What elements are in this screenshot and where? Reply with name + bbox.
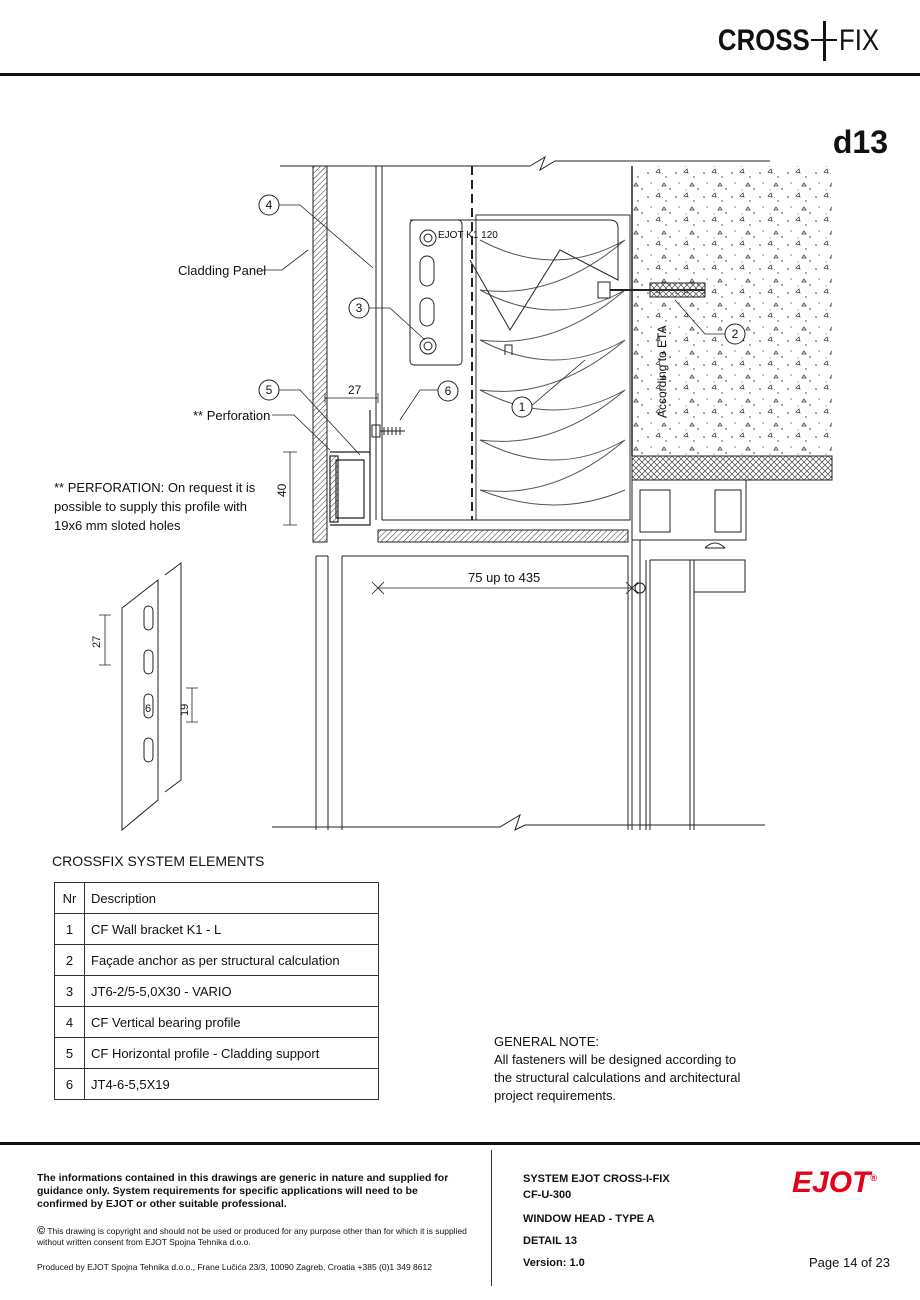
ejot-logo-text: EJOT — [792, 1166, 871, 1199]
general-note-line: All fasteners will be designed according… — [494, 1052, 737, 1067]
table-row: 1 CF Wall bracket K1 - L — [54, 913, 379, 945]
cladding-panel-label: Cladding Panel — [178, 263, 266, 278]
copyright-notice: © This drawing is copyright and should n… — [37, 1226, 477, 1248]
copyright-text: This drawing is copyright and should not… — [37, 1226, 467, 1247]
callout-3 — [348, 297, 370, 319]
slot-dim-27: 27 — [91, 636, 103, 648]
screw-6 — [371, 424, 405, 438]
callout-numbers: 4 3 5 6 1 2 — [266, 198, 739, 414]
row-nr: 4 — [54, 1006, 85, 1038]
brand-right: FIX — [839, 24, 880, 57]
system-code: CF-U-300 — [523, 1189, 572, 1201]
cladding-panel-upper — [312, 165, 328, 543]
dim-span-label: 75 up to 435 — [468, 570, 540, 585]
general-note-line: project requirements. — [494, 1088, 617, 1103]
slot-dim-6: 6 — [145, 703, 151, 715]
top-break-line — [280, 155, 770, 172]
table-row: 6 JT4-6-5,5X19 — [54, 1068, 379, 1100]
row-nr: 1 — [54, 913, 85, 945]
row-nr: 6 — [54, 1068, 85, 1100]
crossfix-logo: CROSS FIX — [703, 20, 886, 62]
window-frame — [631, 479, 747, 830]
header-nr: Nr — [54, 882, 85, 914]
table-row: 3 JT6-2/5-5,0X30 - VARIO — [54, 975, 379, 1007]
row-desc: CF Horizontal profile - Cladding support — [84, 1037, 379, 1069]
callout-2 — [724, 323, 746, 345]
window-type: WINDOW HEAD - TYPE A — [523, 1213, 655, 1225]
table-header-row: Nr Description — [54, 882, 379, 914]
section-drawing: EJOT K1 120 According to ETA — [54, 155, 833, 832]
callout-6 — [437, 380, 459, 402]
row-nr: 2 — [54, 944, 85, 976]
producer-text: Produced by EJOT Spojna Tehnika d.o.o., … — [37, 1262, 432, 1272]
facade-anchor — [597, 281, 706, 299]
detail-code: d13 — [832, 124, 888, 160]
wall-bracket-k1 — [409, 219, 619, 366]
page-number: Page 14 of 23 — [809, 1255, 890, 1270]
callout-4-num: 4 — [266, 198, 273, 212]
table-row: 4 CF Vertical bearing profile — [54, 1006, 379, 1038]
callout-3-num: 3 — [356, 301, 363, 315]
row-desc: JT6-2/5-5,0X30 - VARIO — [84, 975, 379, 1007]
dim-40-label: 40 — [275, 483, 289, 497]
version: Version: 1.0 — [523, 1257, 585, 1269]
dimension-lines — [283, 393, 639, 595]
callout-5 — [258, 379, 280, 401]
row-desc: Façade anchor as per structural calculat… — [84, 944, 379, 976]
perforation-label: ** Perforation — [193, 408, 270, 423]
general-note-line: the structural calculations and architec… — [494, 1070, 741, 1085]
row-nr: 5 — [54, 1037, 85, 1069]
copyright-icon: © — [37, 1225, 46, 1237]
slot-dim-19: 19 — [179, 704, 191, 716]
general-note-title: GENERAL NOTE: — [494, 1034, 599, 1049]
row-desc: CF Wall bracket K1 - L — [84, 913, 379, 945]
table-row: 5 CF Horizontal profile - Cladding suppo… — [54, 1037, 379, 1069]
elements-title: CROSSFIX SYSTEM ELEMENTS — [52, 853, 265, 869]
callout-4 — [258, 194, 280, 216]
row-desc: JT4-6-5,5X19 — [84, 1068, 379, 1100]
callout-1-num: 1 — [519, 400, 526, 414]
footer-divider — [491, 1150, 492, 1286]
callout-circles — [258, 194, 746, 418]
concrete-wall — [632, 166, 832, 456]
table-row: 2 Façade anchor as per structural calcul… — [54, 944, 379, 976]
footer-rule — [0, 1142, 920, 1145]
perforation-note-3: 19x6 mm sloted holes — [54, 518, 181, 533]
header-description: Description — [84, 882, 379, 914]
system-name: SYSTEM EJOT CROSS-I-FIX — [523, 1173, 670, 1185]
according-to-eta-label: According to ETA — [655, 326, 669, 418]
header-rule — [0, 73, 920, 76]
cladding-panel-lower — [315, 555, 629, 830]
detail-number: DETAIL 13 — [523, 1235, 577, 1247]
perforated-profile-detail — [99, 562, 198, 832]
bracket-label: EJOT K1 120 — [438, 230, 498, 241]
elements-table: Nr Description 1 CF Wall bracket K1 - L … — [54, 882, 379, 1100]
perforation-note-2: possible to supply this profile with — [54, 499, 247, 514]
perforation-note-1: ** PERFORATION: On request it is — [54, 480, 256, 495]
vertical-bearing-profile — [375, 166, 383, 520]
soffit-plate — [377, 529, 629, 543]
ejot-logo: EJOT® — [792, 1166, 877, 1200]
registered-icon: ® — [870, 1173, 877, 1183]
callout-2-num: 2 — [732, 327, 739, 341]
disclaimer-text: The informations contained in this drawi… — [37, 1172, 449, 1210]
callout-6-num: 6 — [445, 384, 452, 398]
horizontal-profile — [329, 410, 371, 526]
row-desc: CF Vertical bearing profile — [84, 1006, 379, 1038]
logo-cross-mark-icon — [811, 21, 838, 61]
bottom-break-line — [272, 813, 765, 831]
brand-left: CROSS — [717, 24, 810, 57]
lintel-sealant — [631, 455, 833, 481]
callout-5-num: 5 — [266, 383, 273, 397]
row-nr: 3 — [54, 975, 85, 1007]
callout-1 — [511, 396, 533, 418]
dim-27-label: 27 — [348, 383, 362, 397]
general-note: GENERAL NOTE: All fasteners will be desi… — [494, 1033, 754, 1105]
